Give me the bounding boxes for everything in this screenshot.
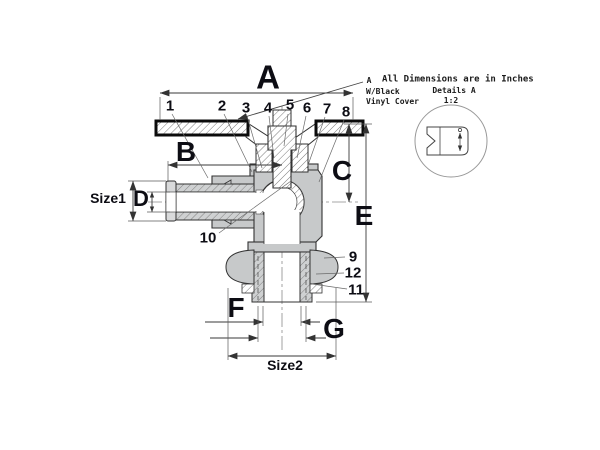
dimension-lines [129, 89, 370, 360]
dim-label-A: A [256, 58, 280, 96]
dim-label-E: E [354, 200, 374, 231]
part-label-4: 4 [263, 99, 273, 117]
part-label-6: 6 [302, 99, 312, 117]
part-label-3: 3 [241, 99, 251, 117]
part-label-12: 12 [344, 264, 362, 282]
dim-label-size2: Size2 [267, 357, 303, 373]
detail-view-circle [414, 104, 488, 178]
part-label-10: 10 [199, 229, 217, 247]
dim-label-D: D [133, 186, 149, 211]
detail-view-title: Details A [432, 86, 476, 95]
vinyl-cover-section [426, 126, 469, 156]
cover-note-line1: W/Black [366, 87, 400, 96]
wing-right [309, 249, 339, 285]
detail-callout-leader [237, 81, 364, 120]
part-label-9: 9 [348, 248, 358, 266]
part-label-2: 2 [217, 97, 227, 115]
cover-note-line2: Vinyl Cover [366, 97, 419, 106]
stem-and-glands [245, 109, 319, 189]
outlet-assembly [225, 249, 339, 303]
detail-view-scale: 1:2 [443, 96, 459, 105]
part-label-8: 8 [341, 103, 351, 121]
dim-label-F: F [227, 292, 245, 323]
part-label-1: 1 [165, 97, 175, 115]
handle-bar-left [154, 119, 250, 137]
part-label-7: 7 [322, 100, 332, 118]
part-label-5: 5 [285, 96, 295, 114]
part-leader-lines [171, 113, 348, 290]
units-note: All Dimensions are in Inches [382, 74, 534, 85]
dim-label-C: C [331, 155, 353, 186]
inlet-port [165, 179, 262, 225]
dim-label-size1: Size1 [90, 190, 126, 206]
part-label-11: 11 [348, 281, 364, 299]
extension-lines [128, 97, 372, 360]
dim-label-G: G [323, 313, 345, 344]
ball-and-passages [254, 179, 305, 244]
stem [267, 125, 297, 189]
dim-label-B: B [175, 136, 197, 167]
wing-left [225, 249, 255, 285]
detail-marker-a: A [366, 76, 372, 85]
